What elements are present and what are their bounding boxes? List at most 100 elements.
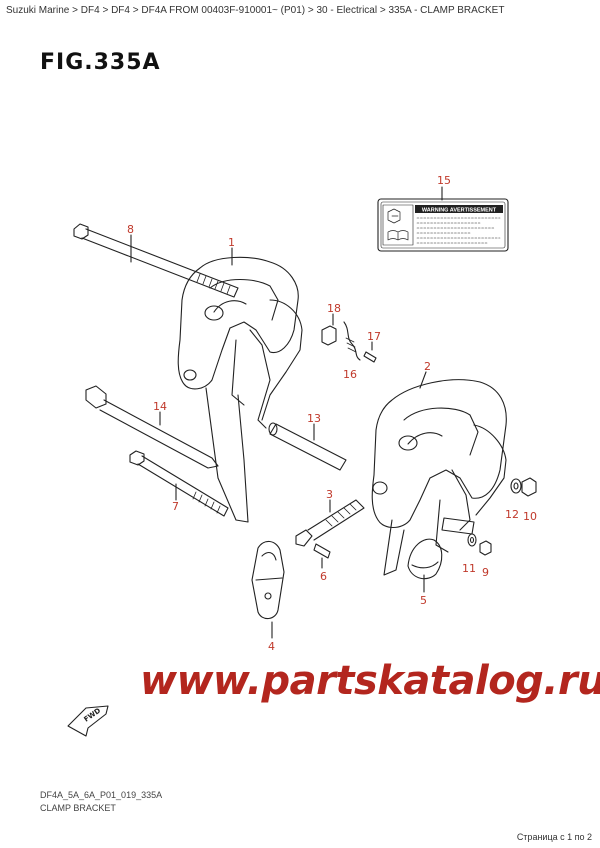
bolt-thread <box>192 491 221 514</box>
small-pin[interactable] <box>313 543 331 569</box>
handle-body <box>251 540 285 620</box>
bolt-head <box>73 223 89 240</box>
bracket-side <box>261 299 303 421</box>
bolt-long[interactable] <box>73 223 239 298</box>
breadcrumb-separator: > <box>72 5 78 16</box>
pin-head <box>321 325 337 346</box>
breadcrumb-separator: > <box>102 5 109 16</box>
washer-ring <box>510 478 522 494</box>
spring[interactable] <box>343 321 361 361</box>
callout-13[interactable]: 13 <box>307 412 321 425</box>
callout-4[interactable]: 4 <box>268 640 275 653</box>
handle-hole <box>264 592 272 600</box>
figure-subtitle: CLAMP BRACKET <box>40 803 116 813</box>
figure-code: DF4A_5A_6A_P01_019_335A <box>40 790 163 800</box>
bracket-body <box>371 379 507 529</box>
callout-9[interactable]: 9 <box>482 566 489 579</box>
warning-text: WARNING AVERTISSEMENT <box>422 208 497 214</box>
callout-2[interactable]: 2 <box>424 360 431 373</box>
callout-12[interactable]: 12 <box>505 508 519 521</box>
callout-16[interactable]: 16 <box>343 368 357 381</box>
callout-5[interactable]: 5 <box>420 594 427 607</box>
bracket-side <box>473 424 507 516</box>
washer-small[interactable] <box>467 533 477 547</box>
pivot-pin[interactable] <box>321 313 337 346</box>
callout-1[interactable]: 1 <box>228 236 235 249</box>
callout-6[interactable]: 6 <box>320 570 327 583</box>
bracket-web <box>231 329 271 429</box>
shaft-body <box>269 423 347 471</box>
clamp-pad[interactable] <box>407 538 443 593</box>
outboard-icon <box>387 208 401 224</box>
washer-hole <box>469 536 475 544</box>
bracket-hole <box>183 369 197 381</box>
screw-body <box>363 351 377 363</box>
clamp-bracket-right[interactable] <box>371 371 507 576</box>
breadcrumb-separator: > <box>307 5 314 16</box>
breadcrumb-link-suzuki-marine[interactable]: Suzuki Marine <box>6 5 70 16</box>
screw-small[interactable] <box>363 341 377 363</box>
breadcrumb-link-model[interactable]: DF4A FROM 00403F-910001~ (P01) <box>141 5 306 16</box>
bracket-rib <box>403 407 479 456</box>
spring-coil <box>343 321 361 361</box>
pad-body <box>407 538 443 580</box>
nut-small[interactable] <box>479 540 492 556</box>
callout-17[interactable]: 17 <box>367 330 381 343</box>
bolt-shank <box>81 228 239 298</box>
bracket-body <box>177 256 299 390</box>
bracket-plate <box>205 387 249 523</box>
screw-body <box>307 499 365 541</box>
screw-pad <box>295 529 313 547</box>
label-icon-box <box>382 204 414 246</box>
breadcrumb: Suzuki Marine > DF4 > DF4 > DF4A FROM 00… <box>6 5 504 16</box>
clamp-bracket-left[interactable] <box>177 247 303 523</box>
nut-body <box>521 477 537 497</box>
callout-8[interactable]: 8 <box>127 223 134 236</box>
page-indicator: Страница с 1 по 2 <box>516 832 592 842</box>
watermark: www.partskatalog.ru <box>140 658 600 704</box>
pad-rim <box>411 561 439 569</box>
callout-7[interactable]: 7 <box>172 500 179 513</box>
washer-large[interactable] <box>510 478 522 494</box>
bracket-bore <box>398 435 418 451</box>
bracket-web <box>435 469 471 553</box>
callout-15[interactable]: 15 <box>437 174 451 187</box>
breadcrumb-link-df4-2[interactable]: DF4 <box>111 5 130 16</box>
rod-clamp-screw[interactable] <box>85 385 219 469</box>
washer-ring <box>467 533 477 547</box>
breadcrumb-link-df4[interactable]: DF4 <box>80 5 100 16</box>
breadcrumb-link-electrical[interactable]: 30 - Electrical <box>316 5 378 16</box>
rod-shank <box>99 399 219 469</box>
callout-10[interactable]: 10 <box>523 510 537 523</box>
screw-thread <box>325 503 357 527</box>
clamp-screw[interactable] <box>295 499 365 547</box>
warning-label[interactable]: WARNING AVERTISSEMENT <box>377 186 509 252</box>
shaft[interactable] <box>268 422 347 471</box>
fwd-arrow-icon: FWD <box>67 705 109 737</box>
bolt-thread <box>196 273 231 295</box>
bracket-bore <box>204 305 224 321</box>
callout-11[interactable]: 11 <box>462 562 476 575</box>
rod-handle <box>85 385 107 409</box>
manual-book-icon <box>387 230 409 241</box>
callout-3[interactable]: 3 <box>326 488 333 501</box>
callout-14[interactable]: 14 <box>153 400 167 413</box>
washer-hole <box>513 482 519 490</box>
handle-grip <box>261 551 277 561</box>
shaft-end <box>268 422 278 436</box>
bracket-rib <box>209 279 279 321</box>
bolt-head <box>129 450 145 466</box>
figure-title: FIG.335A <box>40 50 161 75</box>
pin-body <box>313 543 331 559</box>
arrow-shape <box>67 705 109 737</box>
nut-body <box>479 540 492 556</box>
breadcrumb-separator: > <box>379 5 386 16</box>
callout-18[interactable]: 18 <box>327 302 341 315</box>
breadcrumb-current: 335A - CLAMP BRACKET <box>388 5 505 16</box>
clamp-handle[interactable] <box>251 540 285 639</box>
bolt-shank <box>137 455 229 517</box>
nut-large[interactable] <box>521 477 537 497</box>
bolt-tilt[interactable] <box>129 450 229 517</box>
breadcrumb-separator: > <box>132 5 139 16</box>
